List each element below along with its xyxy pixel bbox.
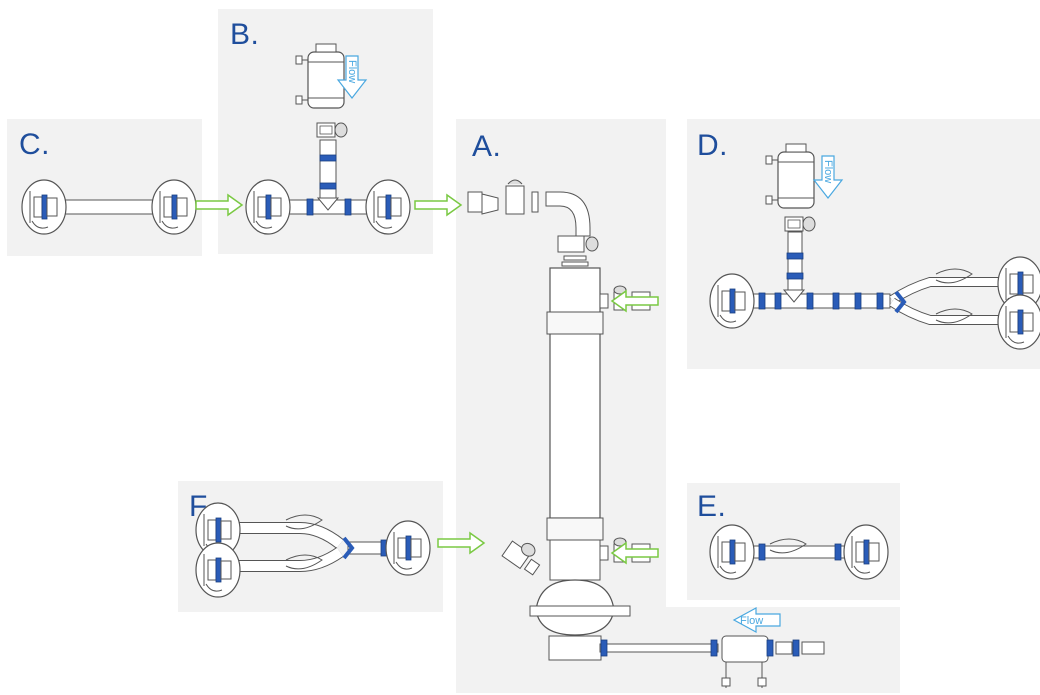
label-e: E. (697, 490, 727, 523)
flow-text-b: Flow (346, 60, 358, 83)
panel-f-assembly (195, 502, 431, 598)
label-a: A. (472, 130, 502, 163)
arrow-f-to-a (437, 532, 485, 554)
flow-text-bottom: Flow (740, 615, 763, 627)
panel-d (687, 119, 1040, 369)
panel-e-assembly (709, 524, 889, 580)
panel-c-assembly (21, 179, 197, 235)
panel-a-assembly: Flow (467, 179, 825, 688)
label-b: B. (230, 18, 260, 51)
arrow-b-to-a (414, 194, 462, 216)
label-c: C. (19, 128, 50, 161)
panel-d-assembly: Flow (709, 143, 1040, 350)
panel-b-assembly: Flow (245, 43, 411, 235)
label-d: D. (697, 129, 728, 162)
arrow-c-to-b (195, 194, 243, 216)
flow-text-d: Flow (822, 160, 834, 183)
